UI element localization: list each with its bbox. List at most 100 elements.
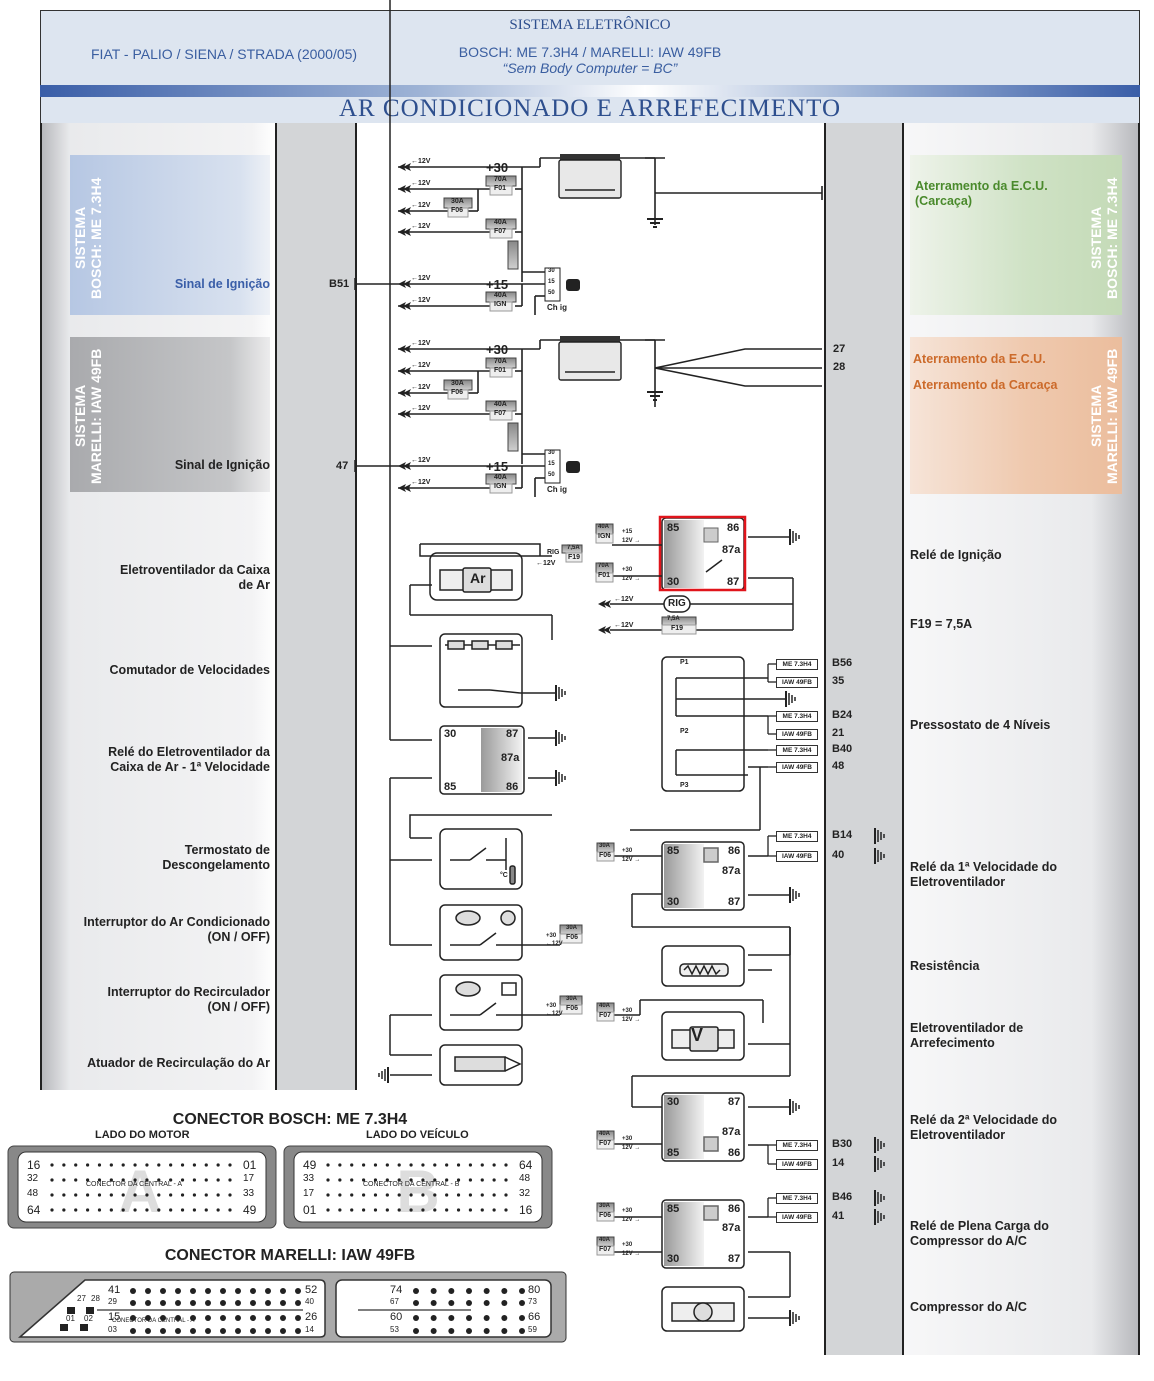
connector-pin	[145, 1288, 151, 1294]
connector-pin	[280, 1328, 286, 1334]
connector-pin	[130, 1328, 136, 1334]
connector-pin	[413, 1300, 419, 1306]
connector-pin	[109, 1193, 113, 1197]
connector-pin	[192, 1208, 196, 1212]
connector-pin	[190, 1315, 196, 1321]
connector-pin	[145, 1315, 151, 1321]
connector-pin	[421, 1193, 425, 1197]
connector-pin	[228, 1163, 232, 1167]
connector-pin	[295, 1288, 301, 1294]
marelli-pin-label: 67	[390, 1297, 399, 1306]
marelli-pin-label: 03	[108, 1325, 117, 1334]
ecu-pin-number: 40	[832, 849, 845, 861]
fuse-amp: 40A	[494, 474, 507, 481]
ignition-switch-label: Ch ig	[547, 303, 567, 312]
connector-pin	[350, 1163, 354, 1167]
connector-pin	[235, 1300, 241, 1306]
v12-label: 12V →	[622, 576, 641, 582]
marelli-pin-label: 66	[528, 1311, 541, 1323]
pressure-switch	[630, 656, 796, 831]
connector-pin	[235, 1288, 241, 1294]
connector-a-pin-label: 48	[27, 1188, 39, 1199]
fan-relay-1	[612, 841, 800, 955]
connector-pin	[204, 1193, 208, 1197]
relay-pin: 30	[667, 1096, 680, 1108]
plus15-label: +15	[486, 459, 509, 474]
connector-b-pin-label: 17	[303, 1188, 315, 1199]
connector-pin	[492, 1178, 496, 1182]
connector-pin	[216, 1193, 220, 1197]
connector-pin	[430, 1328, 437, 1334]
v12-label: 12V →	[622, 1145, 641, 1151]
connector-pin	[180, 1193, 185, 1197]
connector-pin	[204, 1163, 208, 1167]
connector-pin	[501, 1315, 508, 1321]
bosch-ground-label: Aterramento da E.C.U. (Carcaça)	[915, 179, 1048, 208]
fuse-id: F01	[598, 572, 611, 579]
recirc-actuator	[378, 1044, 523, 1086]
connector-pin	[97, 1193, 102, 1197]
connector-pin	[338, 1208, 342, 1212]
connector-pin	[421, 1178, 425, 1182]
connector-b-pin-label: 48	[519, 1173, 531, 1184]
connector-pin	[145, 1208, 149, 1212]
connector-pin	[97, 1163, 102, 1167]
connector-pin	[62, 1193, 66, 1197]
ecu-tag-me: ME 7.3H4	[776, 745, 818, 756]
connector-pin	[492, 1208, 496, 1212]
ecu-tag-iaw: IAW 49FB	[776, 729, 818, 740]
bosch-connector-b: B	[283, 1145, 553, 1229]
connector-pin	[362, 1208, 366, 1212]
v12-label: ←12V	[546, 1011, 563, 1017]
fuse-f06	[443, 197, 473, 218]
connector-pin	[362, 1163, 366, 1167]
compressor-relay	[612, 1199, 791, 1298]
connector-pin	[157, 1163, 161, 1167]
connector-a-pin-label: 17	[243, 1173, 255, 1184]
connector-pin	[145, 1163, 149, 1167]
connector-pin	[130, 1288, 136, 1294]
connector-pin	[456, 1208, 461, 1212]
connector-pin	[74, 1178, 78, 1182]
marelli-pin-label: 59	[528, 1325, 537, 1334]
connector-pin	[250, 1315, 256, 1321]
connector-pin	[109, 1208, 113, 1212]
blower-ar-label: Ar	[470, 570, 486, 586]
marelli-system-panel: SISTEMA MARELLI: IAW 49FB Sinal de Igniç…	[70, 337, 270, 492]
connector-pin	[250, 1328, 256, 1334]
connector-pin	[145, 1328, 151, 1334]
connector-pin	[448, 1315, 455, 1321]
blower-motor	[409, 543, 553, 640]
fuse-amp: 7,5A	[667, 616, 680, 622]
v12-label: 12V →	[622, 1251, 641, 1257]
relay-pin: 87	[728, 896, 741, 908]
marelli-pin-label: 80	[528, 1284, 541, 1296]
connector-pin	[175, 1288, 181, 1294]
connector-pin	[456, 1193, 461, 1197]
connector-pin	[62, 1178, 66, 1182]
rig-node	[663, 595, 691, 613]
v12-label: ←12V	[411, 362, 431, 369]
connector-pin	[421, 1163, 425, 1167]
label-fan-relay-2: Relé da 2ª Velocidade do Eletroventilado…	[910, 1113, 1058, 1142]
fuse-id: F01	[494, 367, 507, 374]
ecu-tag-iaw: IAW 49FB	[776, 762, 818, 773]
ecu-pin-number: B46	[832, 1191, 853, 1203]
connector-pin	[192, 1193, 196, 1197]
relay-pin: 85	[444, 781, 457, 793]
connector-pin	[413, 1288, 419, 1294]
connector-pin	[373, 1178, 378, 1182]
fuse-amp: 40A	[599, 1003, 611, 1009]
connector-pin	[501, 1288, 508, 1294]
fuse-amp: 30A	[599, 843, 611, 849]
fuse-id: F07	[599, 1246, 612, 1253]
connector-pin	[228, 1208, 232, 1212]
fuse-amp: 40A	[494, 292, 507, 299]
ecu-tag-iaw: IAW 49FB	[776, 1159, 818, 1170]
connector-pin	[492, 1193, 496, 1197]
connector-pin	[397, 1178, 401, 1182]
relay-pin: 87	[727, 576, 740, 588]
connector-pin	[468, 1193, 472, 1197]
ignition-switch	[544, 267, 561, 302]
marelli-pin-label: 29	[108, 1297, 117, 1306]
